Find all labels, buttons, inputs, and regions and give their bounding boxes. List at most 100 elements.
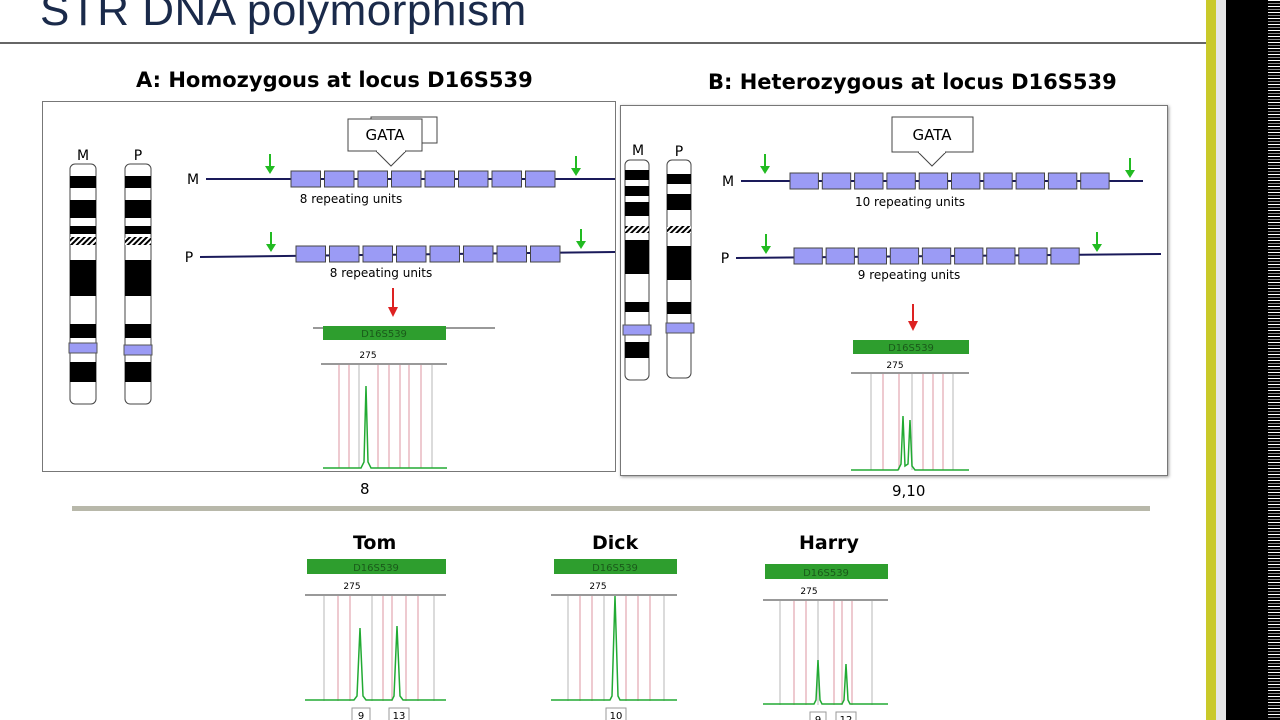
panel-a-heading: A: Homozygous at locus D16S539 <box>136 68 533 92</box>
repeat-unit-box <box>295 245 326 263</box>
chromosome-p <box>123 163 153 405</box>
repeat-unit-box <box>429 245 460 263</box>
repeat-unit-box <box>1015 172 1046 190</box>
repeat-unit-box <box>986 247 1016 265</box>
chrom-p-label: P <box>675 144 683 160</box>
electropherogram: D16S539 275 <box>851 340 969 471</box>
repeat-unit-box <box>1047 172 1078 190</box>
repeat-units-m <box>290 170 556 188</box>
person-dick-name: Dick <box>592 532 639 554</box>
m-units-label: 8 repeating units <box>300 192 402 206</box>
allele-peak <box>305 625 446 701</box>
repeat-unit-box <box>525 170 556 188</box>
repeat-unit-box <box>983 172 1013 190</box>
m-units-label: 10 repeating units <box>855 195 965 209</box>
panel-a-figure: M P <box>68 116 616 469</box>
repeat-unit-box <box>496 245 527 263</box>
repeat-unit-box <box>357 170 388 188</box>
person-tom-name: Tom <box>353 532 397 554</box>
repeat-unit-box <box>1018 247 1048 265</box>
allele-label: 9 <box>815 715 821 720</box>
locus-bar <box>554 559 677 574</box>
panel-a: M P <box>42 101 616 472</box>
red-arrow-icon <box>388 288 398 317</box>
section-divider <box>72 506 1150 511</box>
repeat-unit-box <box>857 247 887 265</box>
repeat-unit-box <box>918 172 949 190</box>
repeat-unit-box <box>825 247 855 265</box>
repeat-unit-box <box>854 172 884 190</box>
panel-b: M P GATA <box>620 105 1168 476</box>
allele-peak <box>323 385 447 469</box>
strand-m-label: M <box>722 174 734 190</box>
right-gray-bar <box>1216 0 1226 720</box>
panel-b-heading: B: Heterozygous at locus D16S539 <box>708 70 1117 94</box>
green-arrow-icon <box>265 154 581 176</box>
repeat-unit-box <box>1080 172 1110 190</box>
red-arrow-icon <box>908 304 918 331</box>
slide-title: STR DNA polymorphism <box>40 0 527 35</box>
repeat-unit-box <box>290 170 321 188</box>
person-dick-electropherogram: D16S539 275 10 <box>551 559 677 720</box>
locus-bar-label: D16S539 <box>803 568 849 579</box>
allele-label: 12 <box>840 715 853 720</box>
size-label: 275 <box>589 582 606 592</box>
allele-label: 13 <box>393 711 406 720</box>
allele-peak <box>763 659 888 705</box>
size-label: 275 <box>886 361 903 371</box>
p-units-label: 9 repeating units <box>858 268 960 282</box>
size-label: 275 <box>359 351 376 361</box>
locus-bar <box>853 340 969 354</box>
right-accent-bar <box>1206 0 1216 720</box>
repeat-unit-box <box>954 247 984 265</box>
strand-p-label: P <box>721 251 729 267</box>
repeat-unit-box <box>329 245 360 263</box>
repeat-unit-box <box>530 245 561 263</box>
gata-label: GATA <box>366 126 406 144</box>
strand-p-label: P <box>185 250 193 266</box>
panel-a-genotype: 8 <box>360 480 370 498</box>
size-label: 275 <box>800 587 817 597</box>
repeat-unit-box <box>396 245 427 263</box>
locus-bar <box>307 559 446 574</box>
repeat-unit-box <box>1050 247 1080 265</box>
allele-label: 9 <box>358 711 364 720</box>
green-arrow-icon <box>760 154 1135 178</box>
repeat-unit-box <box>821 172 852 190</box>
size-label: 275 <box>343 582 360 592</box>
repeat-unit-box <box>391 170 422 188</box>
repeat-unit-box <box>458 170 489 188</box>
repeat-units-p <box>295 245 561 263</box>
repeat-unit-box <box>463 245 494 263</box>
repeat-unit-box <box>951 172 981 190</box>
green-arrow-icon <box>761 232 1102 254</box>
allele-label: 10 <box>610 711 623 720</box>
locus-bar-label: D16S539 <box>361 329 407 340</box>
chromosome-p <box>665 159 695 379</box>
title-underline <box>0 42 1206 44</box>
chrom-p-label: P <box>134 148 142 164</box>
repeat-unit-box <box>921 247 952 265</box>
person-harry-electropherogram: D16S539 275 9 12 <box>763 564 888 720</box>
person-harry-name: Harry <box>799 532 859 554</box>
locus-bar <box>323 326 446 340</box>
locus-bar-label: D16S539 <box>592 563 638 574</box>
repeat-unit-box <box>889 247 920 265</box>
electropherogram: D16S539 275 <box>313 326 495 469</box>
repeat-unit-box <box>491 170 522 188</box>
person-tom-electropherogram: D16S539 275 9 13 <box>305 559 446 720</box>
panel-b-genotype: 9,10 <box>892 482 926 500</box>
chromosome-m <box>68 163 98 405</box>
green-arrow-icon <box>266 229 586 252</box>
repeat-unit-box <box>424 170 455 188</box>
repeat-units-m <box>789 172 1110 190</box>
repeat-unit-box <box>324 170 355 188</box>
p-units-label: 8 repeating units <box>330 266 432 280</box>
right-edge-noise <box>1268 0 1280 720</box>
chrom-m-label: M <box>632 143 644 159</box>
panel-b-figure: M P GATA <box>622 116 1162 471</box>
repeat-unit-box <box>362 245 393 263</box>
chrom-m-label: M <box>77 148 89 164</box>
allele-peak <box>851 415 969 471</box>
strand-m-label: M <box>187 172 199 188</box>
